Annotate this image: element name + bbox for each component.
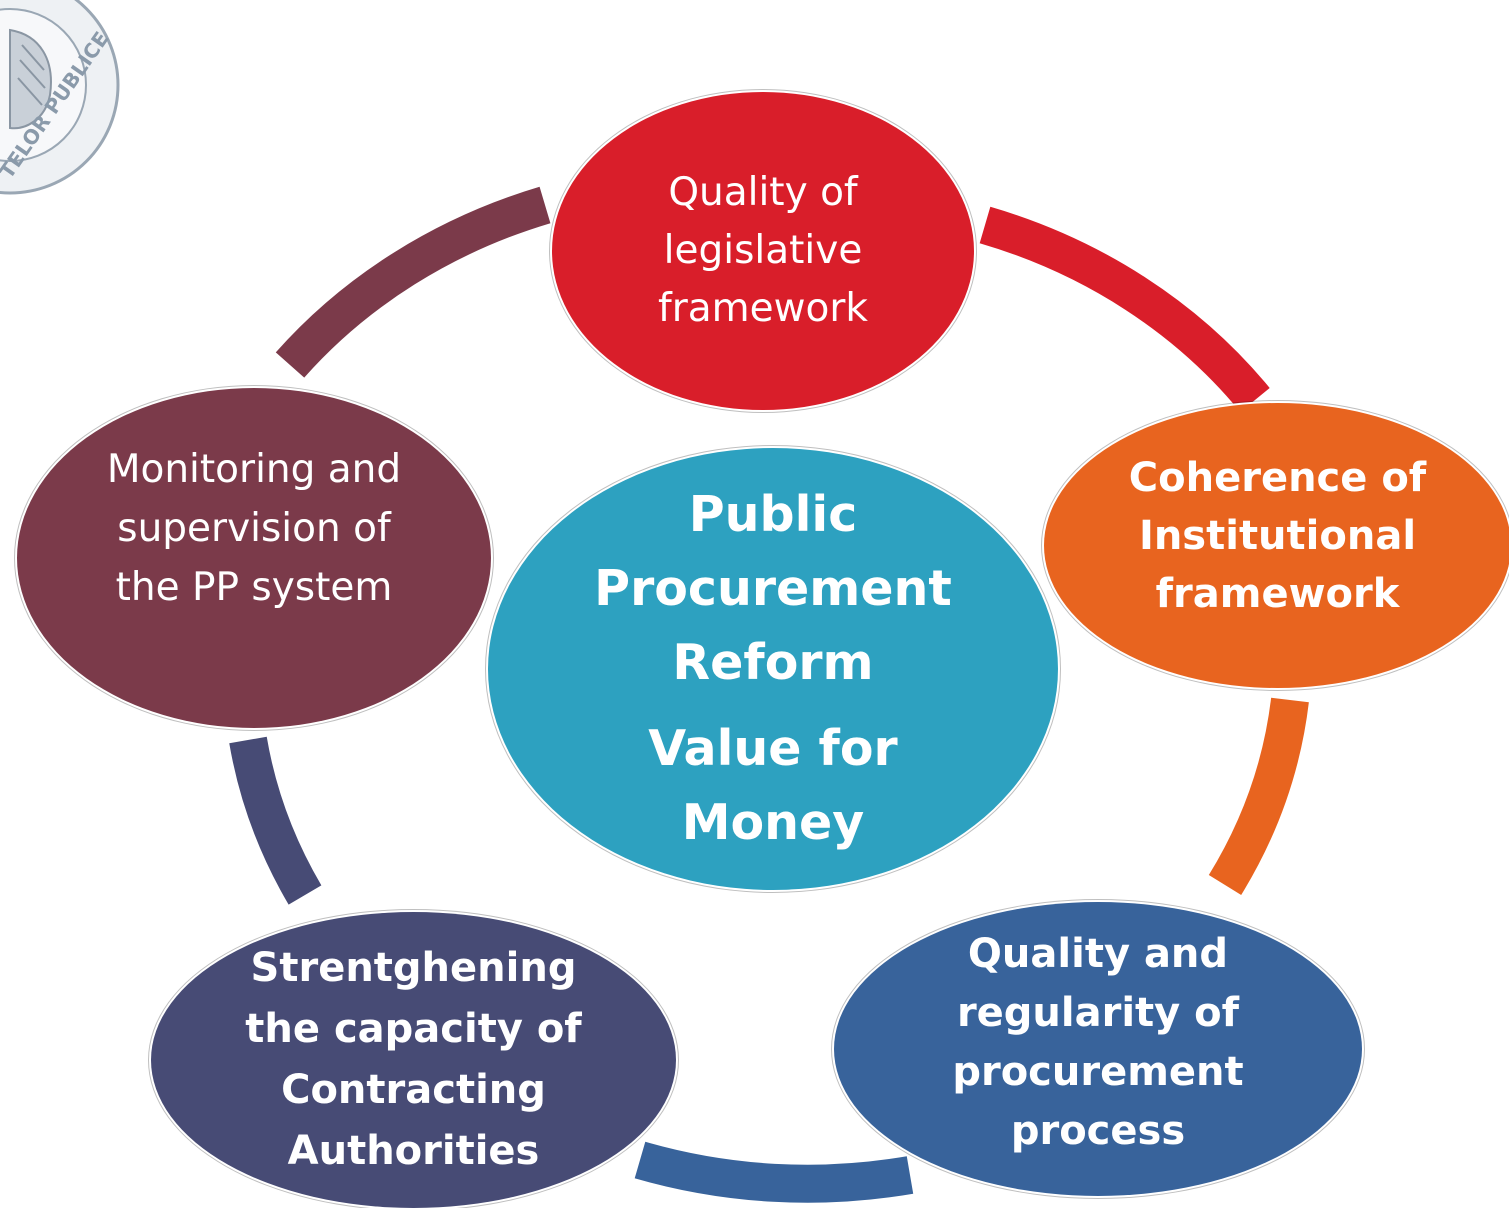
center-subtitle: Value for Money xyxy=(648,720,898,851)
node-monitoring-supervision: Monitoring and supervision of the PP sys… xyxy=(17,388,491,728)
node-legislative-framework: Quality of legislative framework xyxy=(552,92,974,410)
seal-icon: TELOR PUBLICE xyxy=(0,0,120,195)
ring-arc-inst-proc xyxy=(1208,697,1309,895)
ring-arc-mon-legis xyxy=(275,186,551,378)
ring-arc-legis-inst xyxy=(979,206,1270,413)
node-process-label: Quality and regularity of procurement pr… xyxy=(952,931,1244,1154)
center-reform-node: Public Procurement Reform Value for Mone… xyxy=(488,448,1058,890)
node-contracting-capacity: Strentghening the capacity of Contractin… xyxy=(151,912,676,1208)
node-institutional-framework: Coherence of Institutional framework xyxy=(1044,403,1509,688)
center-title: Public Procurement Reform xyxy=(594,486,952,691)
node-institutional-label: Coherence of Institutional framework xyxy=(1128,454,1427,617)
ring-arc-proc-cap xyxy=(634,1141,914,1203)
node-legislative-label: Quality of legislative framework xyxy=(657,170,869,331)
node-capacity-label: Strentghening the capacity of Contractin… xyxy=(245,945,582,1174)
node-procurement-process: Quality and regularity of procurement pr… xyxy=(834,902,1362,1196)
node-monitoring-label: Monitoring and supervision of the PP sys… xyxy=(106,446,402,610)
ring-arc-cap-mon xyxy=(229,736,322,905)
